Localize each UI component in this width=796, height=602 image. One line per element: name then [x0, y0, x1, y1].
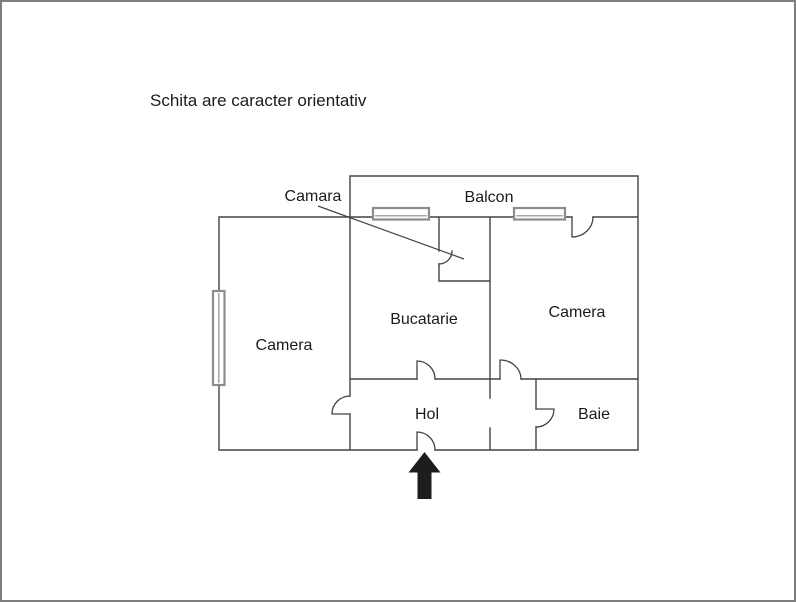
camera-right-window [512, 206, 567, 221]
room-label-bucatarie: Bucatarie [390, 311, 458, 328]
room-label-hol: Hol [414, 406, 440, 423]
room-label-camera-left: Camera [255, 337, 313, 354]
camera-right-door [499, 359, 522, 380]
room-label-camera-right: Camera [548, 304, 606, 321]
entrance-arrow-icon [408, 452, 441, 499]
bucatarie-door [416, 360, 436, 380]
room-label-camara: Camara [284, 188, 342, 205]
camara-door [438, 250, 453, 265]
door-symbols [331, 216, 594, 451]
balcony-door [571, 216, 594, 238]
window-symbols [211, 206, 567, 387]
baie-door [535, 408, 555, 428]
room-label-baie: Baie [577, 406, 611, 423]
bucatarie-window [371, 206, 431, 221]
camara-callout-line [317, 205, 465, 260]
disclaimer-text: Schita are caracter orientativ [150, 91, 367, 110]
front-door [416, 431, 436, 451]
room-label-balcon: Balcon [464, 189, 514, 206]
camera-left-window [211, 289, 226, 387]
camera-left-door [331, 395, 351, 415]
